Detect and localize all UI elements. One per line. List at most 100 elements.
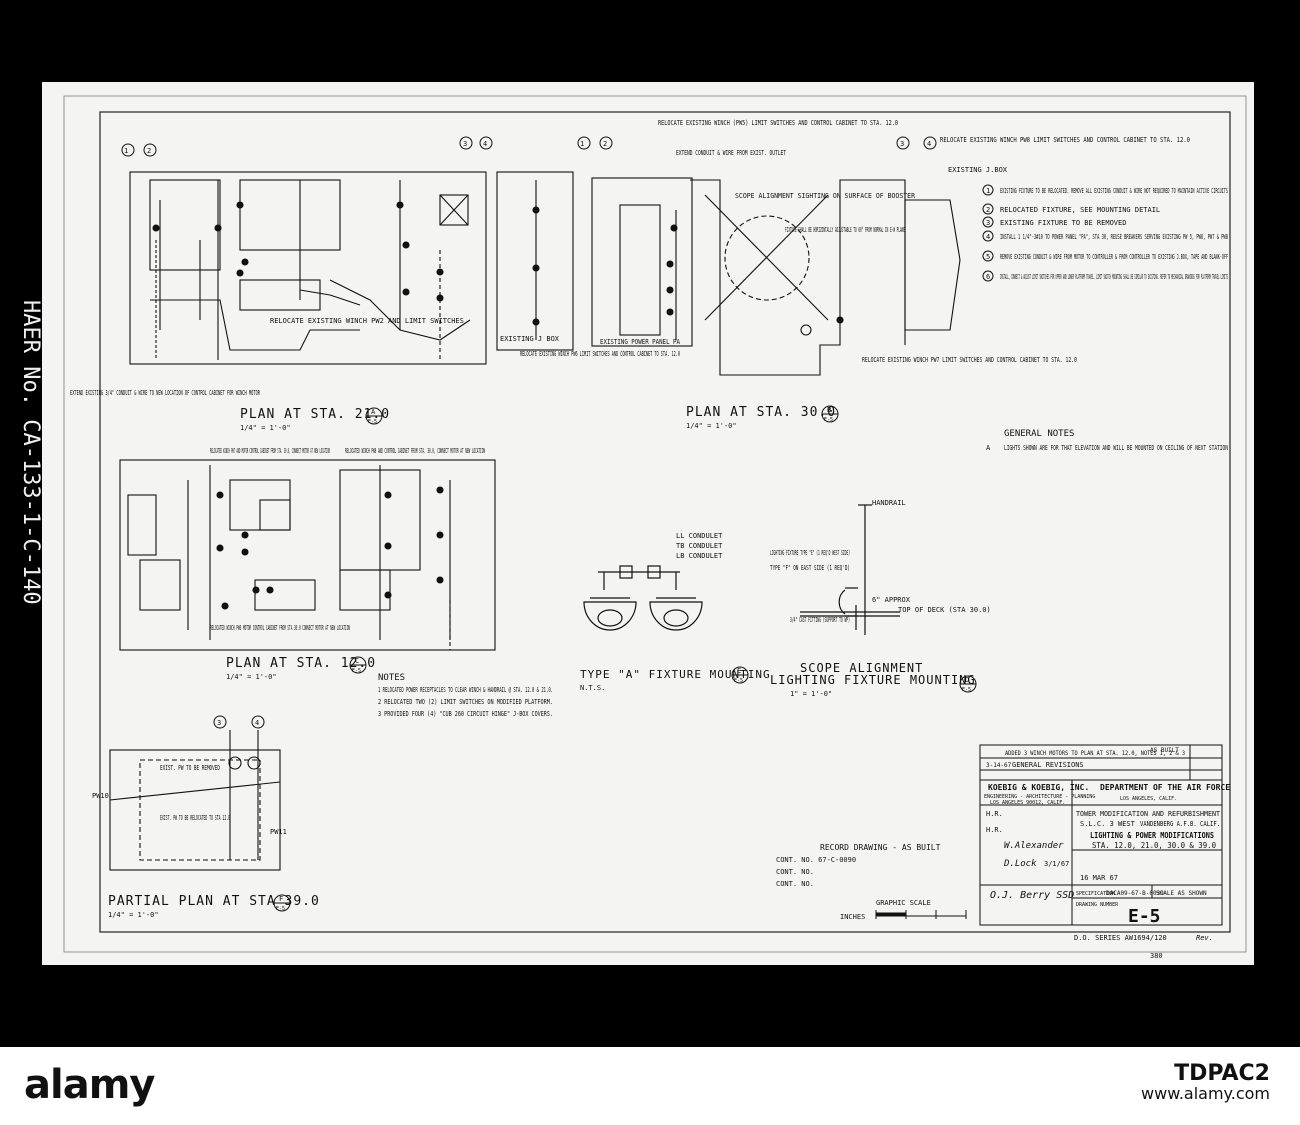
scope-cast-fitting: 3/4" CAST FITTING (SUPPORT TO WP) <box>790 616 850 624</box>
record-cont2: CONT. NO. <box>776 868 814 876</box>
sheet-title: LIGHTING & POWER MODIFICATIONS <box>1090 831 1214 840</box>
drawing-sheet <box>42 82 1254 965</box>
haer-side-label: HAER No. CA-133-1-C-140 <box>18 300 43 605</box>
scale-label: SCALE AS SHOWN <box>1156 890 1207 897</box>
project-base: VANDENBERG A.F.B. CALIF. <box>1140 820 1220 828</box>
ref-e-bot: E-5 <box>734 678 743 684</box>
callout-relocate-pw6: RELOCATE EXISTING WINCH PW6 LIMIT SWITCH… <box>520 350 680 358</box>
ref-a-top: A <box>371 408 376 416</box>
firm-sub: ENGINEERING - ARCHITECTURE - PLANNING <box>984 794 1095 800</box>
general-notes-mark: A <box>986 444 991 452</box>
submitted-by: D.Lock <box>1003 859 1037 869</box>
callout-existing-jbox-30: EXISTING J BOX <box>500 335 560 343</box>
scope-fixture-type-e: LIGHTING FIXTURE TYPE "E" (1 REQ'D WEST … <box>770 549 850 557</box>
rev-1-text: ADDED 3 WINCH MOTORS TO PLAN AT STA. 12.… <box>1005 750 1185 757</box>
stock-site: www.alamy.com <box>1141 1084 1270 1103</box>
as-built-mark: AS BUILT <box>1150 747 1179 754</box>
grid-4-a: 4 <box>483 140 487 148</box>
callout-power-panel: EXISTING POWER PANEL PA <box>600 338 681 346</box>
designed-by: H.R. <box>986 810 1003 818</box>
callout-relocated-pw7: RELOCATED WINCH PW7 AND MOTOR CONTROL CA… <box>210 447 330 455</box>
ref-c-bot: E-5 <box>352 668 361 674</box>
grid-4-c: 4 <box>255 719 259 727</box>
drawing-number: E-5 <box>1128 906 1161 927</box>
title-block <box>979 744 1223 926</box>
scope-scale: 1" = 1'-0" <box>790 690 832 698</box>
callout-relocated-pw6: RELOCATED WINCH PW6 MOTOR CONTROL CABINE… <box>210 624 350 632</box>
plan-sta39-scale: 1/4" = 1'-0" <box>108 911 159 919</box>
ref-a-bot: E-5 <box>368 419 377 425</box>
plan-sta30-scale: 1/4" = 1'-0" <box>686 422 737 430</box>
label-pw10: PW10 <box>92 792 109 800</box>
plan-sta12-scale: 1/4" = 1'-0" <box>226 673 277 681</box>
fixture-title: TYPE "A" FIXTURE MOUNTING <box>580 668 771 681</box>
note-2: 2 RELOCATED TWO (2) LIMIT SWITCHES ON MO… <box>378 698 553 706</box>
plan-sta-12 <box>119 459 496 651</box>
grid-2-b: 2 <box>603 140 607 148</box>
callout-relocate-pw7: RELOCATE EXISTING WINCH PW7 LIMIT SWITCH… <box>862 356 1077 364</box>
notes-heading: NOTES <box>378 673 405 683</box>
fixture-detail <box>583 565 703 631</box>
grid-3-c: 3 <box>217 719 221 727</box>
svg-text:6: 6 <box>986 273 990 281</box>
drawing-number-label: DRAWING NUMBER <box>1076 902 1119 908</box>
legend-5: REMOVE EXISTING CONDUIT & WIRE FROM MOTO… <box>1000 253 1228 261</box>
checked-by: W.Alexander <box>1004 841 1064 851</box>
outer-border <box>63 95 1247 953</box>
rev-date: 3-14-67 <box>986 762 1012 769</box>
sheet-stations: STA. 12.0, 21.0, 30.0 & 39.0 <box>1092 841 1216 850</box>
spec-label: SPECIFICATION <box>1076 891 1115 897</box>
ref-c-top: C <box>355 657 359 665</box>
callout-extend-conduit: EXTEND EXISTING 3/4" CONDUIT & WIRE TO N… <box>70 389 260 397</box>
fixture-scale: N.T.S. <box>580 684 605 692</box>
legend-4: INSTALL 1 1/4"-3#10 TO POWER PANEL "PA",… <box>1000 233 1228 241</box>
ref-b-bot: E-5 <box>824 417 833 423</box>
page-number: 380 <box>1150 952 1163 960</box>
plan-sta12-title: PLAN AT STA. 12.0 <box>226 656 376 671</box>
callout-scope-sighting: SCOPE ALIGNMENT SIGHTING ON SURFACE OF B… <box>735 192 916 200</box>
callout-relocate-pw2: RELOCATE EXISTING WINCH PW2 AND LIMIT SW… <box>270 317 464 325</box>
grid-3-a: 3 <box>463 140 467 148</box>
stock-footer <box>0 1047 1300 1125</box>
grid-bubbles-30 <box>577 136 937 150</box>
callout-extend-conduit-outlet: EXTEND CONDUIT & WIRE FROM EXIST. OUTLET <box>676 149 787 157</box>
scope-top-of-deck: TOP OF DECK (STA 30.0) <box>898 606 991 614</box>
ref-d-top: D <box>965 676 969 684</box>
firm-addr: LOS ANGELES 90012, CALIF. <box>990 800 1065 806</box>
legend-3: EXISTING FIXTURE TO BE REMOVED <box>1000 219 1126 227</box>
approved-date: 16 MAR 67 <box>1080 874 1118 882</box>
rev-mark: Rev. <box>1196 934 1213 942</box>
callout-fixture-adjustable: FIXTURE SHALL BE HORIZONTALLY ADJUSTABLE… <box>785 226 905 234</box>
general-notes-heading: GENERAL NOTES <box>1004 429 1074 439</box>
callout-relocated-pw8: RELOCATED WINCH PW8 AND CONTROL CABINET … <box>345 447 485 455</box>
callout-relocate-pw8: RELOCATE EXISTING WINCH PW8 LIMIT SWITCH… <box>940 136 1190 144</box>
note-3: 3 PROVIDED FOUR (4) "CUB 260 CIRCUIT HIN… <box>378 710 553 718</box>
graphic-scale-label: GRAPHIC SCALE <box>876 899 931 907</box>
stock-code: TDPAC2 <box>1174 1061 1270 1086</box>
svg-text:2: 2 <box>986 206 990 214</box>
plan-sta39-title: PARTIAL PLAN AT STA 39.0 <box>108 894 320 909</box>
legend: 1 EXISTING FIXTURE TO BE RELOCATED. REMO… <box>982 184 1228 282</box>
dept-sub: LOS ANGELES, CALIF. <box>1120 796 1177 802</box>
grid-bubbles-21 <box>121 136 493 157</box>
drawn-by: H.R. <box>986 826 1003 834</box>
spec-number: DACA09-67-B-0039 <box>1106 890 1164 897</box>
note-1: 1 RELOCATED POWER RECEPTACLES TO CLEAR W… <box>378 686 553 694</box>
signature-date: 3/1/67 <box>1044 860 1069 868</box>
sheet-border <box>99 111 1231 933</box>
ref-f-top: F <box>279 895 283 903</box>
callout-existing-jbox: EXISTING J.BOX <box>948 166 1008 174</box>
project-title: TOWER MODIFICATION AND REFURBISHMENT <box>1076 810 1221 818</box>
grid-4-b: 4 <box>927 140 931 148</box>
plan-sta-30 <box>496 171 961 376</box>
plan-sta21-title: PLAN AT STA. 21.0 <box>240 407 390 422</box>
callout-pw-relocated: EXIST. PW TO BE RELOCATED TO STA 12.0 <box>160 814 230 822</box>
ref-e-top: E <box>737 667 741 675</box>
svg-text:4: 4 <box>986 233 990 241</box>
grid-1-a: 1 <box>124 147 128 155</box>
callout-relocate-pw5: RELOCATE EXISTING WINCH (PW5) LIMIT SWIT… <box>658 119 898 127</box>
scope-fixture-type-f: TYPE "F" ON EAST SIDE (1 REQ'D) <box>770 564 850 572</box>
record-cont3: CONT. NO. <box>776 880 814 888</box>
scope-6in-approx: 6" APPROX <box>872 596 911 604</box>
